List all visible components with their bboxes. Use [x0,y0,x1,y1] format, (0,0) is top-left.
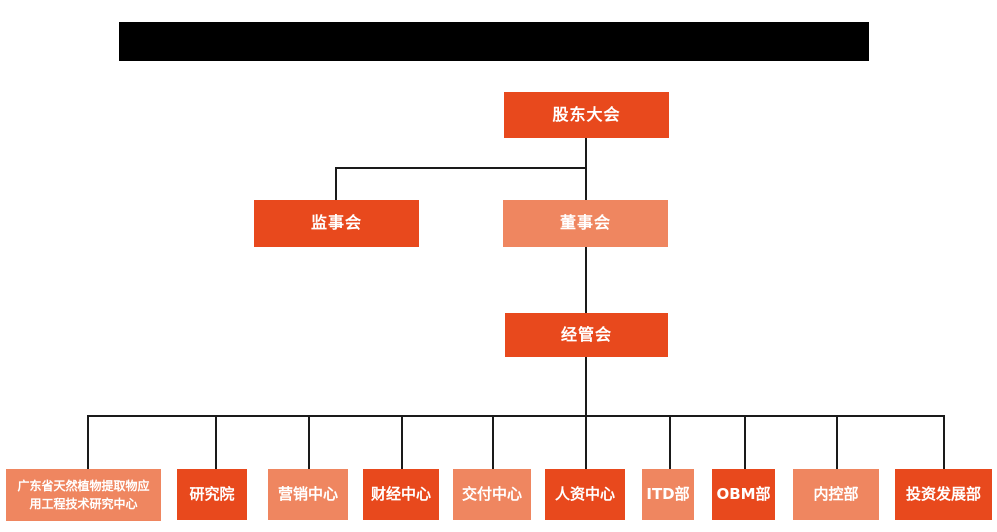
org-node-supervisory-board: 监事会 [254,200,419,247]
node-label: 投资发展部 [905,485,981,503]
connector-management-trunk [585,357,587,415]
connector-dept-drop-2 [215,415,217,469]
node-label: 经管会 [560,324,612,344]
connector-dept-drop-9 [836,415,838,469]
connector-level2-branch [335,167,587,169]
connector-supervisory-drop [335,167,337,200]
connector-departments-branch [87,415,945,417]
org-node-management-committee: 经管会 [505,313,668,357]
node-label: 广东省天然植物提取物应用工程技术研究中心 [17,479,150,511]
connector-dept-drop-7 [669,415,671,469]
node-label: 股东大会 [552,104,621,124]
redacted-title-bar [119,22,869,61]
connector-dept-drop-10 [943,415,945,469]
node-label: 内控部 [813,485,859,503]
node-label: 财经中心 [370,485,431,503]
node-label: OBM部 [716,485,771,503]
org-node-dept-internal-control: 内控部 [793,469,879,520]
org-node-dept-marketing-center: 营销中心 [268,469,348,520]
node-label: 监事会 [310,213,362,233]
connector-dept-drop-1 [87,415,89,469]
org-node-board-of-directors: 董事会 [503,200,668,247]
org-node-dept-investment-development: 投资发展部 [895,469,992,520]
org-node-dept-delivery-center: 交付中心 [453,469,531,520]
node-label: ITD部 [646,485,690,503]
org-node-dept-finance-center: 财经中心 [363,469,439,520]
node-label: 人资中心 [554,485,615,503]
org-node-dept-obm: OBM部 [712,469,775,520]
org-node-dept-research-institute: 研究院 [177,469,247,520]
node-label: 董事会 [559,213,611,233]
org-node-dept-hr-center: 人资中心 [545,469,625,520]
org-node-shareholders-meeting: 股东大会 [504,92,669,138]
connector-dept-drop-5 [492,415,494,469]
node-label: 研究院 [189,485,235,503]
connector-dept-drop-8 [744,415,746,469]
connector-dept-drop-4 [401,415,403,469]
connector-dept-drop-6 [585,415,587,469]
connector-dept-drop-3 [308,415,310,469]
node-label: 营销中心 [277,485,338,503]
connector-board-management [585,247,587,313]
node-label: 交付中心 [461,485,522,503]
org-node-dept-research-center: 广东省天然植物提取物应用工程技术研究中心 [6,469,161,521]
org-node-dept-itd: ITD部 [642,469,694,520]
